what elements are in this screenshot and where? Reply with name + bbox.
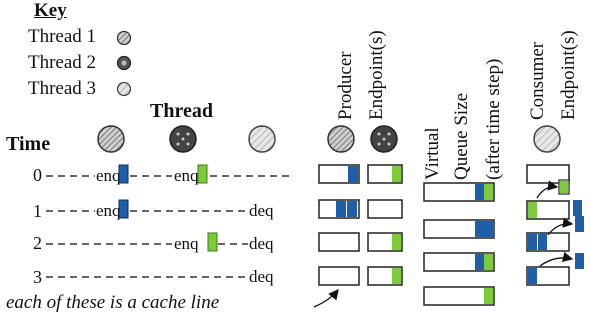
row2-enq-thread2: enq: [174, 234, 199, 253]
time-0-label: 0: [33, 165, 42, 185]
key-title: Key: [34, 0, 67, 21]
time-header: Time: [6, 133, 51, 155]
thread1-column-icon: [97, 125, 125, 153]
enq-marker-blue: [118, 164, 129, 184]
enq-marker-green: [197, 164, 208, 184]
row2-deq-thread3: deq: [249, 234, 274, 253]
time-2-label: 2: [33, 233, 42, 253]
key-thread-2-label: Thread 2: [28, 52, 97, 73]
virtual-queue-cache-lines: [423, 182, 495, 306]
consumer-endpoint-cache-lines: [526, 164, 584, 286]
producer-endpoint-cache-lines: [367, 164, 403, 286]
time-1-label: 1: [33, 201, 42, 221]
row3-deq-thread3: deq: [249, 267, 274, 286]
thread3-column-icon: [248, 125, 276, 153]
thread2-key-icon: [116, 55, 132, 71]
consumer-arrows: [536, 180, 574, 267]
thread-header: Thread: [150, 100, 213, 122]
timelines: [46, 175, 292, 278]
thread2-column-icon: [169, 125, 197, 153]
producer-column-icon: [327, 125, 355, 153]
enq-marker-green: [207, 232, 218, 252]
producer-cache-lines: [318, 164, 360, 286]
consumer-column-icon: [533, 125, 561, 153]
key-thread-1-label: Thread 1: [28, 26, 97, 47]
time-3-label: 3: [33, 267, 42, 287]
enq-marker-blue: [118, 199, 129, 219]
row0-enq-thread1: enq: [96, 166, 121, 185]
row1-enq-thread1: enq: [96, 201, 121, 220]
thread3-key-icon: [116, 81, 132, 97]
thread1-key-icon: [116, 30, 132, 46]
row1-deq-thread3: deq: [249, 201, 274, 220]
key-thread-3-label: Thread 3: [28, 78, 97, 99]
cache-line-caption: each of these is a cache line: [6, 292, 220, 313]
producer-endpoint-column-icon: [370, 125, 398, 153]
caption-arrow: [313, 288, 339, 308]
row0-enq-thread2: enq: [174, 166, 199, 185]
